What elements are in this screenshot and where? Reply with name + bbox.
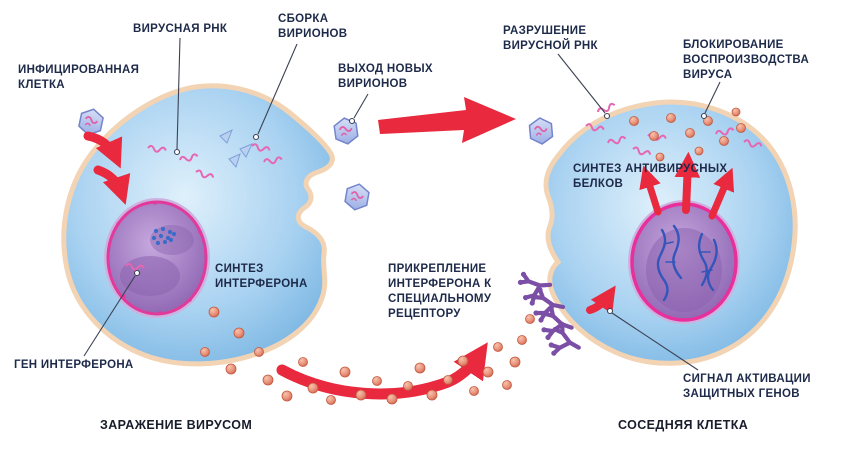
- label-viral-rna-destruction: РАЗРУШЕНИЕ ВИРУСНОЙ РНК: [503, 25, 598, 52]
- label-virion-assembly: СБОРКА ВИРИОНОВ: [278, 13, 348, 40]
- antiviral-protein-dots: [629, 107, 746, 162]
- label-new-virions-exit: ВЫХОД НОВЫХ ВИРИОНОВ: [338, 63, 433, 90]
- virus-spread-arrow: [378, 97, 516, 143]
- neighbour-cell-nucleus: [628, 200, 740, 324]
- activation-signal-arrow: [586, 285, 616, 314]
- label-infected-cell: ИНФИЦИРОВАННАЯ КЛЕТКА: [18, 64, 140, 91]
- virus-icon: [343, 181, 371, 213]
- nucleus-membrane-dots: [116, 201, 202, 315]
- label-virus-reproduction-block: БЛОКИРОВАНИЕ ВОСПРОИЗВОДСТВА ВИРУСА: [683, 39, 810, 81]
- interferon-stream-arrow: [276, 342, 488, 400]
- label-interferon-synthesis: СИНТЕЗ ИНТЕРФЕРОНА: [215, 263, 308, 290]
- infected-cell: [61, 83, 335, 367]
- label-antiviral-protein-synthesis: СИНТЕЗ АНТИВИРУСНЫХ БЕЛКОВ: [573, 163, 728, 190]
- interferon-dots: [200, 306, 535, 405]
- label-viral-rna: ВИРУСНАЯ РНК: [133, 23, 228, 35]
- label-protective-genes-signal: СИГНАЛ АКТИВАЦИИ ЗАЩИТНЫХ ГЕНОВ: [683, 373, 811, 400]
- label-connectors: [83, 37, 721, 371]
- caption-neighbour-cell: СОСЕДНЯЯ КЛЕТКА: [618, 418, 749, 432]
- infected-cell-nucleus: [104, 198, 210, 318]
- nucleus-dna-dots: [151, 226, 177, 246]
- chromosomes: [656, 224, 718, 302]
- virus-icon: [528, 116, 554, 146]
- label-interferon-gene: ГЕН ИНТЕРФЕРОНА: [14, 359, 134, 371]
- antiviral-synthesis-arrows: [639, 151, 735, 220]
- virion-assembly-fragments: [219, 128, 253, 169]
- infection-arrows: [83, 131, 131, 205]
- neighbour-cell: [543, 99, 798, 366]
- label-interferon-attachment: ПРИКРЕПЛЕНИЕ ИНТЕРФЕРОНА К СПЕЦИАЛЬНОМУ …: [388, 263, 492, 320]
- caption-virus-infection: ЗАРАЖЕНИЕ ВИРУСОМ: [100, 418, 253, 432]
